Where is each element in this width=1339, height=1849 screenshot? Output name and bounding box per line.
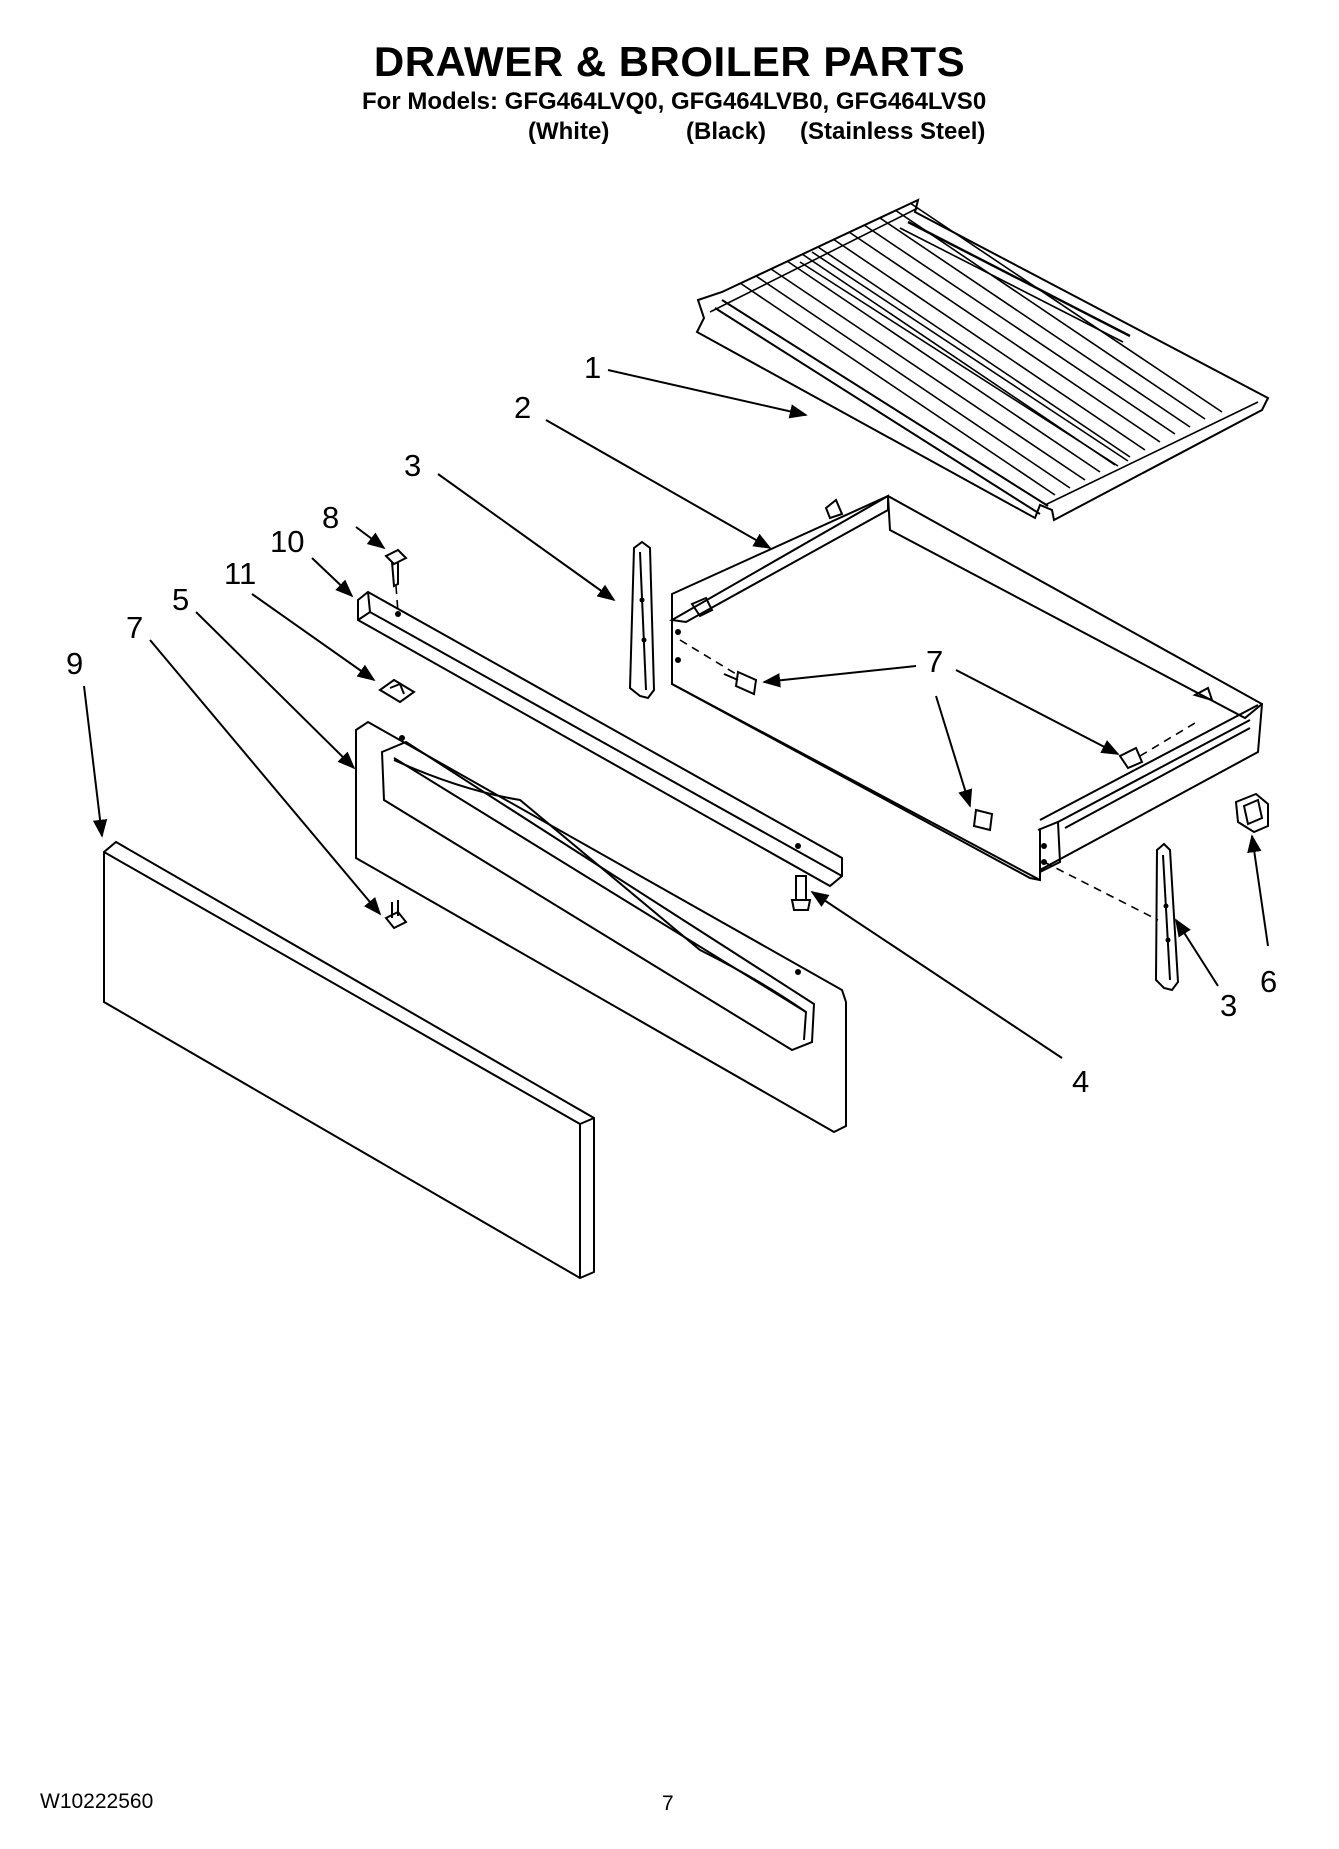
variant-black: (Black) bbox=[686, 118, 767, 145]
leader-arrows bbox=[83, 369, 1269, 1059]
page-title: DRAWER & BROILER PARTS bbox=[373, 38, 966, 85]
callout-2: 2 bbox=[514, 390, 531, 425]
callout-7-drawer: 7 bbox=[926, 644, 943, 679]
drawer-front-panel bbox=[355, 720, 847, 1134]
callout-9: 9 bbox=[66, 646, 83, 681]
callout-11: 11 bbox=[224, 556, 256, 591]
models-line: For Models: GFG464LVQ0, GFG464LVB0, GFG4… bbox=[362, 88, 987, 115]
variant-stainless: (Stainless Steel) bbox=[800, 118, 986, 145]
broiler-rack bbox=[695, 198, 1270, 522]
clip-part bbox=[1234, 792, 1269, 834]
callout-1: 1 bbox=[584, 350, 601, 385]
document-code: W10222560 bbox=[40, 1790, 154, 1813]
variant-white: (White) bbox=[528, 118, 610, 145]
screw-part-7-lower bbox=[972, 808, 994, 832]
drawer-body bbox=[668, 494, 1264, 882]
callout-8: 8 bbox=[322, 500, 339, 535]
stud-part-4 bbox=[790, 875, 812, 911]
callout-6: 6 bbox=[1260, 964, 1277, 999]
assembly-dashed-lines bbox=[395, 585, 1201, 921]
page-number: 7 bbox=[662, 1792, 674, 1815]
callout-10: 10 bbox=[270, 524, 304, 559]
small-clip bbox=[378, 678, 416, 704]
screw-part-7-left bbox=[723, 670, 758, 696]
screw-part-8 bbox=[384, 548, 408, 588]
outer-panel bbox=[103, 840, 595, 1280]
drawer-slide-left bbox=[628, 540, 656, 700]
screw-part-7-front bbox=[384, 900, 408, 930]
callout-7-front: 7 bbox=[126, 610, 143, 645]
callout-5: 5 bbox=[172, 582, 189, 617]
trim-bar bbox=[357, 590, 843, 888]
screw-part-7-right bbox=[1118, 746, 1144, 770]
callout-3-right: 3 bbox=[1220, 988, 1237, 1023]
callout-4: 4 bbox=[1072, 1064, 1089, 1099]
drawer-slide-right bbox=[1154, 842, 1180, 992]
callout-3-left: 3 bbox=[404, 448, 421, 483]
